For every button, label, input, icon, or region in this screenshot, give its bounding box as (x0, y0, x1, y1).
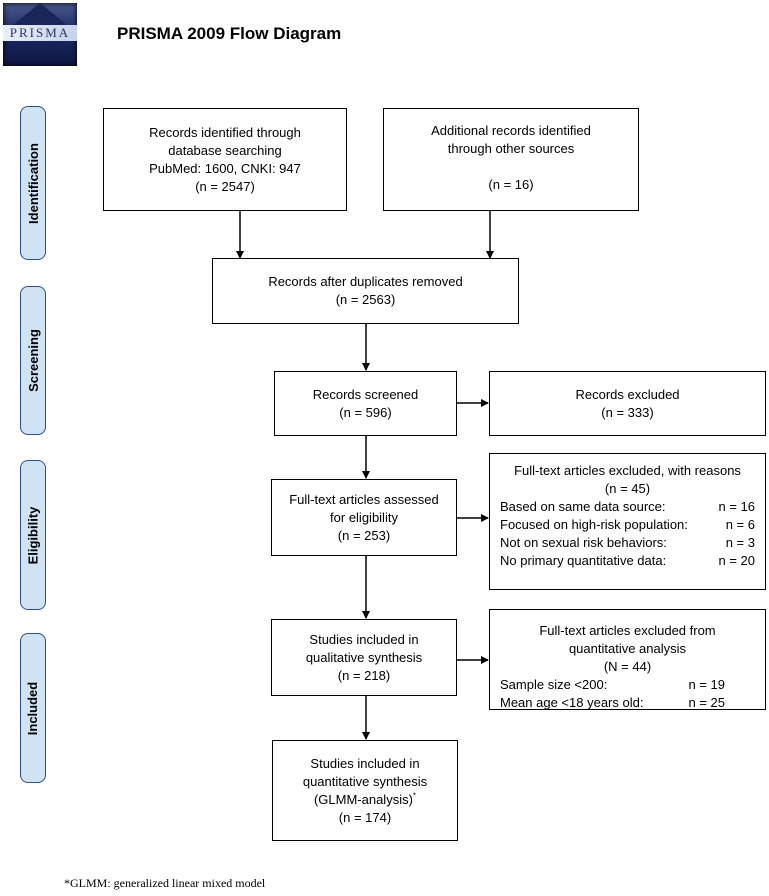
box-assessed-line1: Full-text articles assessed (289, 491, 439, 507)
box-db-line3: PubMed: 1600, CNKI: 947 (149, 160, 301, 176)
box-qx-line2: quantitative analysis (568, 641, 687, 656)
reason-label: Mean age <18 years old: (500, 695, 644, 710)
reason-count: n = 16 (718, 499, 755, 514)
box-db-line2: database searching (168, 142, 282, 158)
box-screened-line2: (n = 596) (339, 404, 392, 420)
stage-included: Included (20, 633, 46, 783)
box-records-excluded: Records excluded (n = 333) (489, 371, 766, 436)
reason-row: Focused on high-risk population: n = 6 (500, 516, 755, 534)
box-db-line4: (n = 2547) (195, 178, 255, 194)
reason-count: n = 20 (718, 553, 755, 568)
stage-eligibility: Eligibility (20, 460, 46, 610)
prisma-logo: PRISMA (3, 3, 77, 66)
box-other-records: Additional records identified through ot… (383, 108, 639, 211)
reason-label: Based on same data source: (500, 499, 666, 514)
footnote: *GLMM: generalized linear mixed model (64, 876, 266, 890)
box-ftx-line1: Full-text articles excluded, with reason… (514, 463, 741, 478)
logo-text: PRISMA (9, 25, 71, 40)
box-records-screened: Records screened (n = 596) (274, 371, 457, 436)
box-quantitative-synthesis: Studies included in quantitative synthes… (272, 740, 458, 841)
box-fulltext-assessed: Full-text articles assessed for eligibil… (271, 479, 457, 556)
box-quant-line1: Studies included in (310, 755, 420, 771)
box-assessed-line3: (n = 253) (337, 527, 391, 543)
box-quantitative-excluded: Full-text articles excluded from quantit… (489, 609, 766, 710)
box-after-duplicates: Records after duplicates removed (n = 25… (212, 258, 519, 324)
reason-label: No primary quantitative data: (500, 553, 667, 568)
reason-count: n = 19 (688, 677, 725, 692)
box-quant-line2: quantitative synthesis (302, 773, 428, 789)
box-fulltext-excluded: Full-text articles excluded, with reason… (489, 453, 766, 590)
box-dedup-line1: Records after duplicates removed (268, 274, 463, 289)
reason-row: Based on same data source: n = 16 (500, 498, 755, 516)
page-title: PRISMA 2009 Flow Diagram (117, 24, 342, 43)
box-excluded-line2: (n = 333) (601, 404, 654, 420)
reason-count: n = 25 (688, 695, 725, 710)
reason-row: No primary quantitative data: n = 20 (500, 552, 755, 570)
box-screened-line1: Records screened (312, 386, 419, 402)
box-quant-line4: (n = 174) (338, 809, 392, 825)
box-qx-line3: (N = 44) (603, 659, 652, 674)
box-dedup-line2: (n = 2563) (335, 292, 396, 307)
reason-row: Sample size <200: n = 19 (500, 676, 755, 694)
reason-label: Focused on high-risk population: (500, 517, 688, 532)
reason-label: Not on sexual risk behaviors: (500, 535, 667, 550)
box-assessed-line2: for eligibility (330, 509, 398, 525)
reason-count: n = 3 (725, 535, 755, 550)
box-qual-line1: Studies included in (309, 631, 419, 647)
box-qx-line1: Full-text articles excluded from (539, 623, 716, 638)
stage-screening: Screening (20, 286, 46, 435)
box-other-line3: (n = 16) (488, 177, 534, 192)
box-quant-line3-wrap: (GLMM-analysis)* (314, 791, 416, 809)
box-qual-line2: qualitative synthesis (305, 649, 423, 665)
box-quant-line3: (GLMM-analysis) (313, 791, 413, 807)
box-other-line2: through other sources (447, 141, 575, 156)
reason-label: Sample size <200: (500, 677, 608, 692)
box-other-line1: Additional records identified (431, 123, 591, 138)
box-qualitative-synthesis: Studies included in qualitative synthesi… (271, 619, 457, 696)
reason-row: Not on sexual risk behaviors: n = 3 (500, 534, 755, 552)
box-excluded-line1: Records excluded (575, 386, 680, 402)
box-ftx-line2: (n = 45) (604, 481, 651, 496)
box-database-records: Records identified through database sear… (103, 108, 347, 211)
stage-identification: Identification (20, 106, 46, 260)
box-db-line1: Records identified through (149, 124, 301, 140)
footnote-marker: * (412, 791, 417, 801)
reason-count: n = 6 (725, 517, 755, 532)
reason-row: Mean age <18 years old: n = 25 (500, 694, 755, 712)
box-qual-line3: (n = 218) (337, 667, 391, 683)
